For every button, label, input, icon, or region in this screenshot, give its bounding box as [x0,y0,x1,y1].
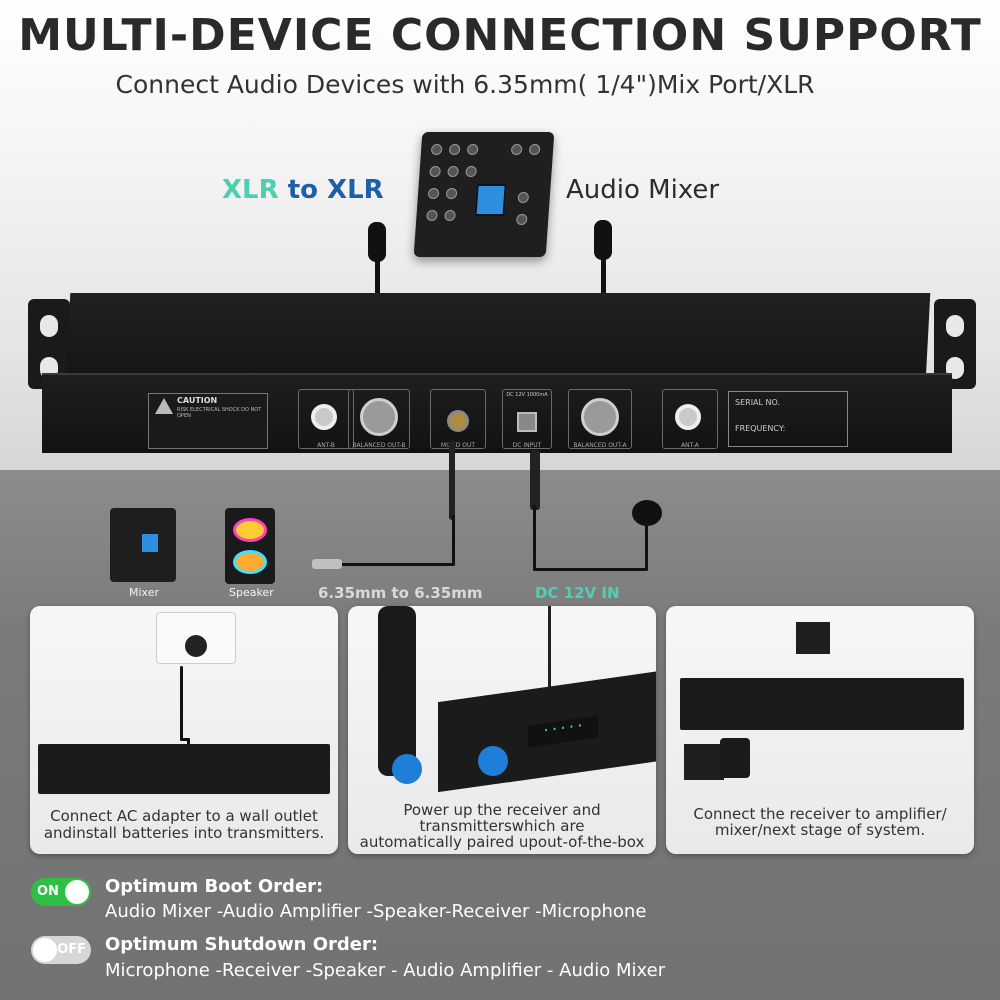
mixer-thumbnail [110,508,176,582]
shutdown-order-body: Microphone -Receiver -Speaker - Audio Am… [105,960,666,981]
card3-mixer [796,622,830,654]
mixer-thumbnail-label: Mixer [129,586,160,599]
handheld-mic [378,606,416,776]
mixed-out-label: MIXED OUT [440,442,476,449]
card3-text-line1: Connect the receiver to amplifier/ [693,805,947,823]
jack-plug-end [312,559,342,569]
balanced-out-b-port: BALANCED OUT-B [348,389,410,449]
jack-connection-label: 6.35mm to 6.35mm [318,584,483,602]
card3-text-line2: mixer/next stage of system. [714,821,926,839]
card1-text-line2: andinstall batteries into transmitters. [43,824,325,842]
ant-b-port: ANT-B [298,389,354,449]
dc-plug [530,450,540,510]
card2-receiver: ····· [438,669,656,793]
receiver-rear-panel: CAUTION RISK ELECTRICAL SHOCK DO NOT OPE… [28,293,976,463]
caution-subtitle: RISK ELECTRICAL SHOCK DO NOT OPEN [177,407,262,419]
xlr-plug-b [368,222,386,262]
speaker-thumbnail-label: Speaker [229,586,274,599]
rack-top [65,293,931,381]
mixer-screen [474,184,507,216]
page-title: MULTI-DEVICE CONNECTION SUPPORT [18,10,982,61]
caution-label: CAUTION RISK ELECTRICAL SHOCK DO NOT OPE… [148,393,268,449]
xlr-label-a: XLR [222,175,279,205]
audio-mixer-label: Audio Mixer [566,175,720,205]
dc-cable-vertical [645,520,648,570]
balanced-out-a-label: BALANCED OUT-A [573,442,627,449]
card3-mixer-small [684,744,724,780]
dc-input-port: DC 12V 1000mA DC INPUT [502,389,552,449]
card3-receiver [680,678,964,730]
touch-icon-2 [478,746,508,776]
dc-cable [533,505,536,570]
jack-plug [449,440,455,520]
touch-icon-1 [392,754,422,784]
jack-cable-horizontal [330,563,455,566]
dc-input-label: DC INPUT [512,442,542,449]
frequency-label: FREQUENCY: [735,424,786,433]
off-toggle: OFF [31,936,91,964]
audio-mixer-image [413,132,555,257]
ant-a-label: ANT-A [681,442,699,449]
ant-b-label: ANT-B [317,442,335,449]
on-toggle-label: ON [37,884,59,899]
dc-cable-horizontal [533,568,648,571]
wall-outlet [156,612,236,664]
jack-cable [452,515,455,565]
card2-text-line3: automatically paired upout-of-the-box [359,833,645,851]
card-power-up: ····· Power up the receiver and transmit… [348,606,656,854]
serial-label-box: SERIAL NO. FREQUENCY: [728,391,848,447]
speaker-thumbnail [225,508,275,584]
xlr-plug-a [594,220,612,260]
card2-text-line2: transmitterswhich are [419,817,585,835]
boot-order-title: Optimum Boot Order: [105,876,324,897]
card-power-adapter: Connect AC adapter to a wall outlet andi… [30,606,338,854]
adapter-cable [180,666,183,741]
antenna [548,606,551,696]
mixed-out-port: MIXED OUT [430,389,486,449]
power-adapter-plug [632,500,662,526]
off-toggle-label: OFF [57,942,86,957]
balanced-out-a-port: BALANCED OUT-A [568,389,632,449]
xlr-label-b: XLR [327,175,384,205]
toggle-knob [65,880,89,904]
boot-order-body: Audio Mixer -Audio Amplifier -Speaker-Re… [105,901,647,922]
card2-text-line1: Power up the receiver and [403,801,601,819]
toggle-knob [33,938,57,962]
page-subtitle: Connect Audio Devices with 6.35mm( 1/4")… [115,70,815,99]
warning-icon [155,398,173,414]
card1-text-line1: Connect AC adapter to a wall outlet [50,807,318,825]
serial-no-label: SERIAL NO. [735,398,781,407]
xlr-label-to: to [278,175,328,205]
xlr-to-xlr-label: XLR to XLR [222,175,384,205]
card-connect-amplifier: Connect the receiver to amplifier/ mixer… [666,606,974,854]
card1-receiver [38,744,330,794]
shutdown-order-title: Optimum Shutdown Order: [105,934,379,955]
balanced-out-b-label: BALANCED OUT-B [352,442,406,449]
card3-speaker [720,738,750,778]
caution-title: CAUTION [177,396,218,405]
dc-connection-label: DC 12V IN [535,584,620,602]
adapter-cable-h [180,738,190,741]
dc-rating-text: DC 12V 1000mA [506,392,548,398]
on-toggle: ON [31,878,91,906]
ant-a-port: ANT-A [662,389,718,449]
